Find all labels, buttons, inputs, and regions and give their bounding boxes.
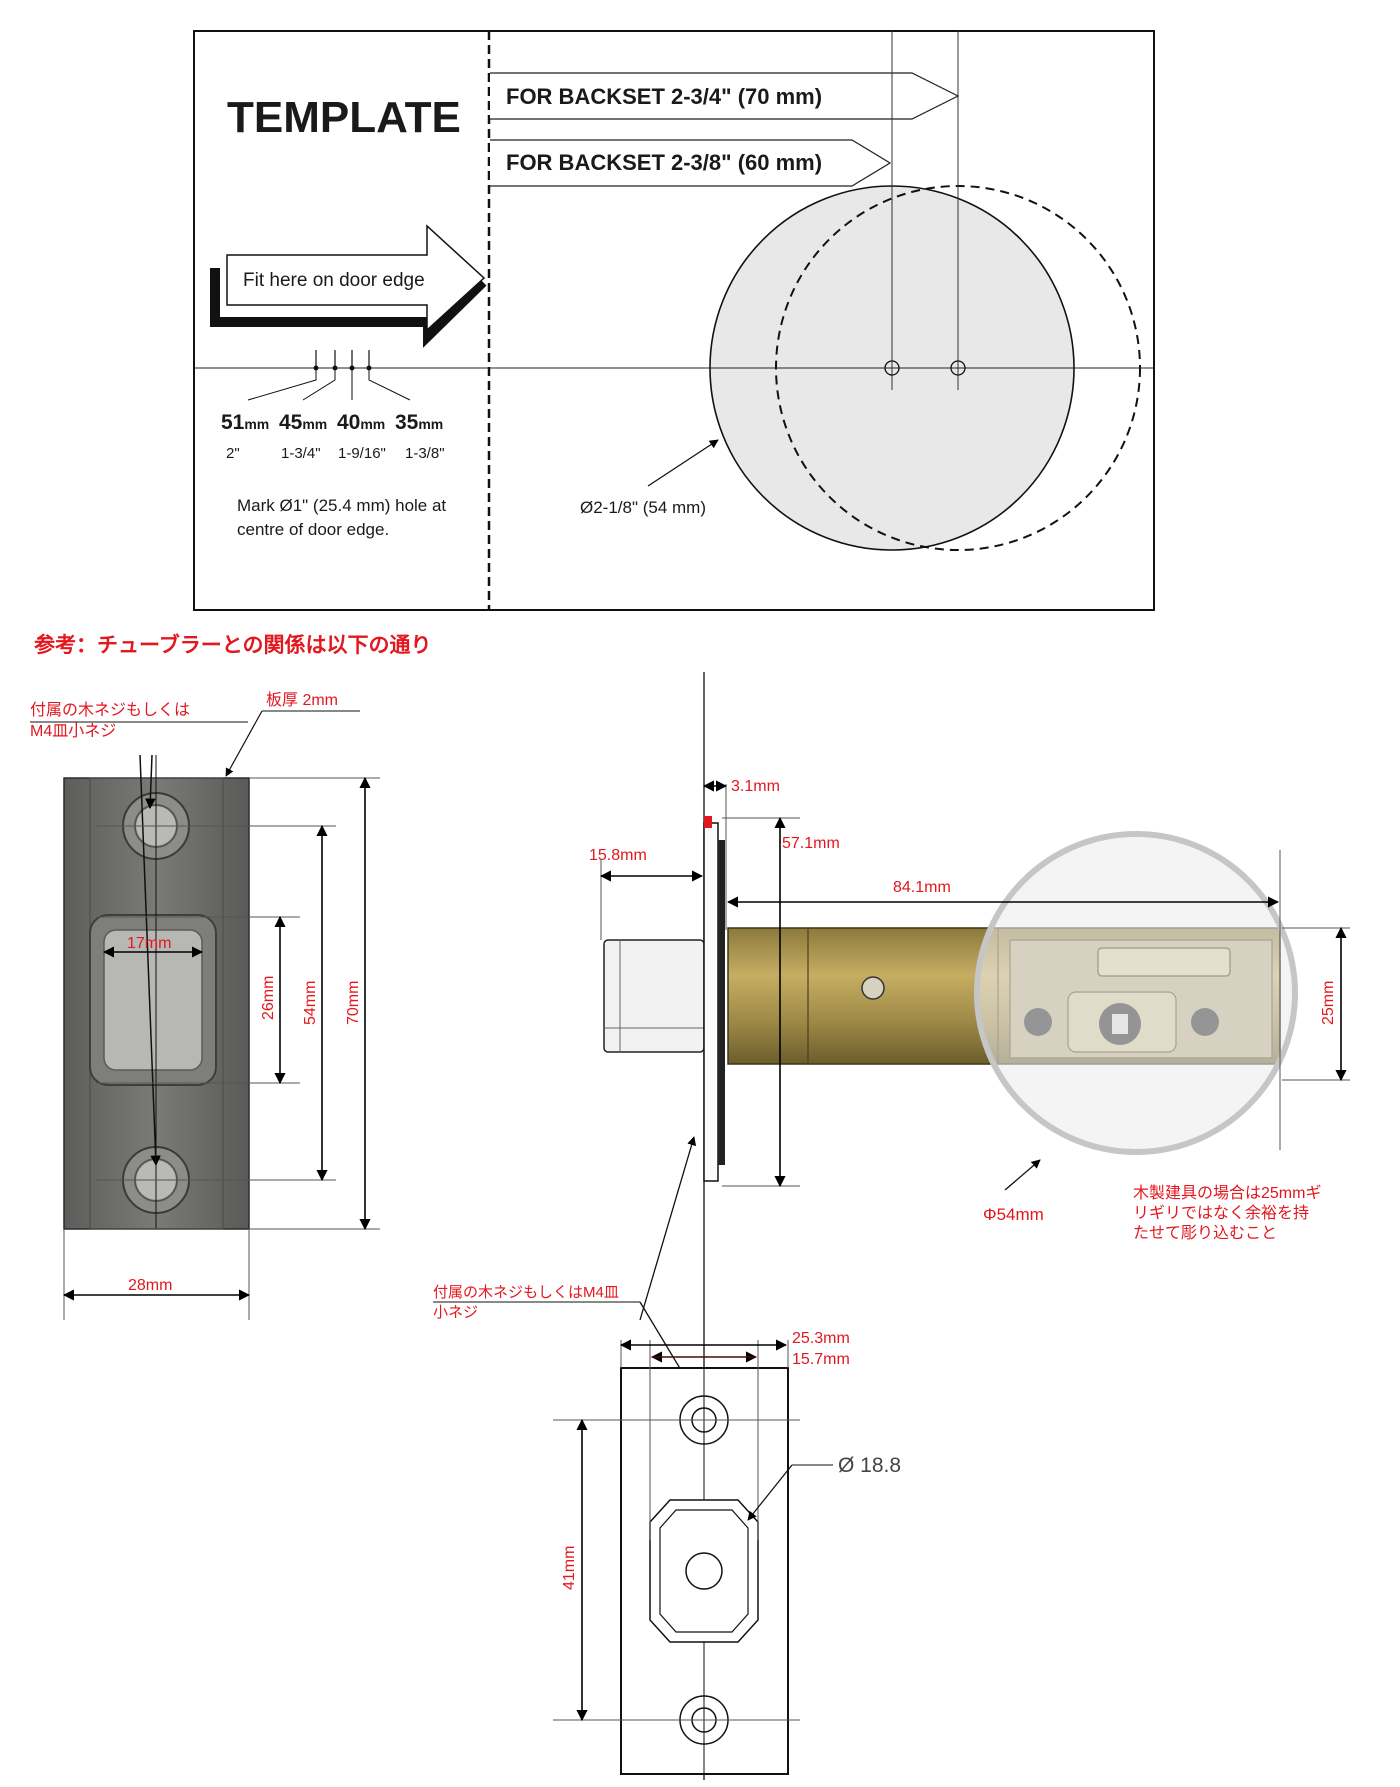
wood-note-2: リギリではなく余裕を持 xyxy=(1133,1203,1309,1222)
dim-18-8: Ø 18.8 xyxy=(838,1454,901,1477)
door-thickness-ticks xyxy=(247,350,411,401)
dim-57-1: 57.1mm xyxy=(782,835,840,852)
plate-thickness-label: 板厚 2mm xyxy=(266,691,338,709)
wood-note-3: たせて彫り込むこと xyxy=(1133,1224,1277,1242)
strike-plate-drawing: 付属の木ネジもしくは M4皿小ネジ 板厚 2mm 17mm 26mm xyxy=(30,691,380,1320)
strike-width-28: 28mm xyxy=(128,1277,172,1294)
dim-41: 41mm xyxy=(561,1546,578,1590)
thickness-35: 35mm xyxy=(395,411,443,434)
faceplate-bolt-center xyxy=(685,1552,723,1590)
faceplate-screw-note-1: 付属の木ネジもしくはM4皿 xyxy=(433,1284,619,1301)
backset-70-label: FOR BACKSET 2-3/4" (70 mm) xyxy=(506,84,822,109)
strike-screw-note-2: M4皿小ネジ xyxy=(30,722,116,740)
dim-15-8: 15.8mm xyxy=(589,847,647,864)
thickness-40: 40mm xyxy=(337,411,385,434)
faceplate-screw-note-2: 小ネジ xyxy=(433,1304,478,1321)
dim-15-7: 15.7mm xyxy=(792,1351,850,1368)
center-mark-70 xyxy=(950,360,966,376)
dim-25-3: 25.3mm xyxy=(792,1330,850,1347)
latch-side-drawing: 3.1mm 15.8mm 57.1mm 84.1mm 25mm Φ54mm 木製… xyxy=(589,672,1350,1780)
latch-bolt xyxy=(603,939,705,1053)
reference-heading: 参考：チューブラーとの関係は以下の通り xyxy=(34,633,432,657)
faceplate-flange xyxy=(718,840,725,1165)
bore-54-label: Φ54mm xyxy=(983,1205,1044,1224)
strike-width-17: 17mm xyxy=(127,935,171,952)
thickness-in-2: 2" xyxy=(226,445,240,462)
dim-3-1: 3.1mm xyxy=(731,778,780,795)
faceplate-side xyxy=(703,822,719,1182)
center-mark-60 xyxy=(884,360,900,376)
wood-note-1: 木製建具の場合は25mmギ xyxy=(1133,1184,1321,1202)
backset-60-arrow xyxy=(490,139,892,187)
thickness-in-1-3-4: 1-3/4" xyxy=(281,445,321,462)
fit-here-label: Fit here on door edge xyxy=(243,270,425,291)
strike-height-54: 54mm xyxy=(302,981,319,1025)
bore-54-circle xyxy=(974,831,1298,1155)
fit-here-arrow: Fit here on door edge xyxy=(210,224,487,348)
faceplate-front-drawing: 付属の木ネジもしくはM4皿 小ネジ 25.3mm 15.7mm Ø 18.8 xyxy=(433,1284,901,1780)
template-title: TEMPLATE xyxy=(227,93,461,142)
thickness-45: 45mm xyxy=(279,411,327,434)
mark-hole-note-1: Mark Ø1" (25.4 mm) hole at xyxy=(237,496,446,515)
dim-84-1: 84.1mm xyxy=(893,879,951,896)
latch-rivet xyxy=(861,976,885,1000)
thickness-in-1-9-16: 1-9/16" xyxy=(338,445,386,462)
template-panel: TEMPLATE FOR BACKSET 2-3/4" (70 mm) FOR … xyxy=(193,30,1155,611)
backset-60-label: FOR BACKSET 2-3/8" (60 mm) xyxy=(506,150,822,175)
faceplate-latch-opening xyxy=(649,1499,759,1643)
dim-25: 25mm xyxy=(1320,981,1337,1025)
bore-diameter-label: Ø2-1/8" (54 mm) xyxy=(580,498,706,517)
mark-hole-note-2: centre of door edge. xyxy=(237,520,389,539)
strike-height-70: 70mm xyxy=(345,981,362,1025)
strike-height-26: 26mm xyxy=(260,976,277,1020)
thickness-in-1-3-8: 1-3/8" xyxy=(405,445,445,462)
thickness-51: 51mm xyxy=(221,411,269,434)
strike-screw-note-1: 付属の木ネジもしくは xyxy=(30,701,190,719)
